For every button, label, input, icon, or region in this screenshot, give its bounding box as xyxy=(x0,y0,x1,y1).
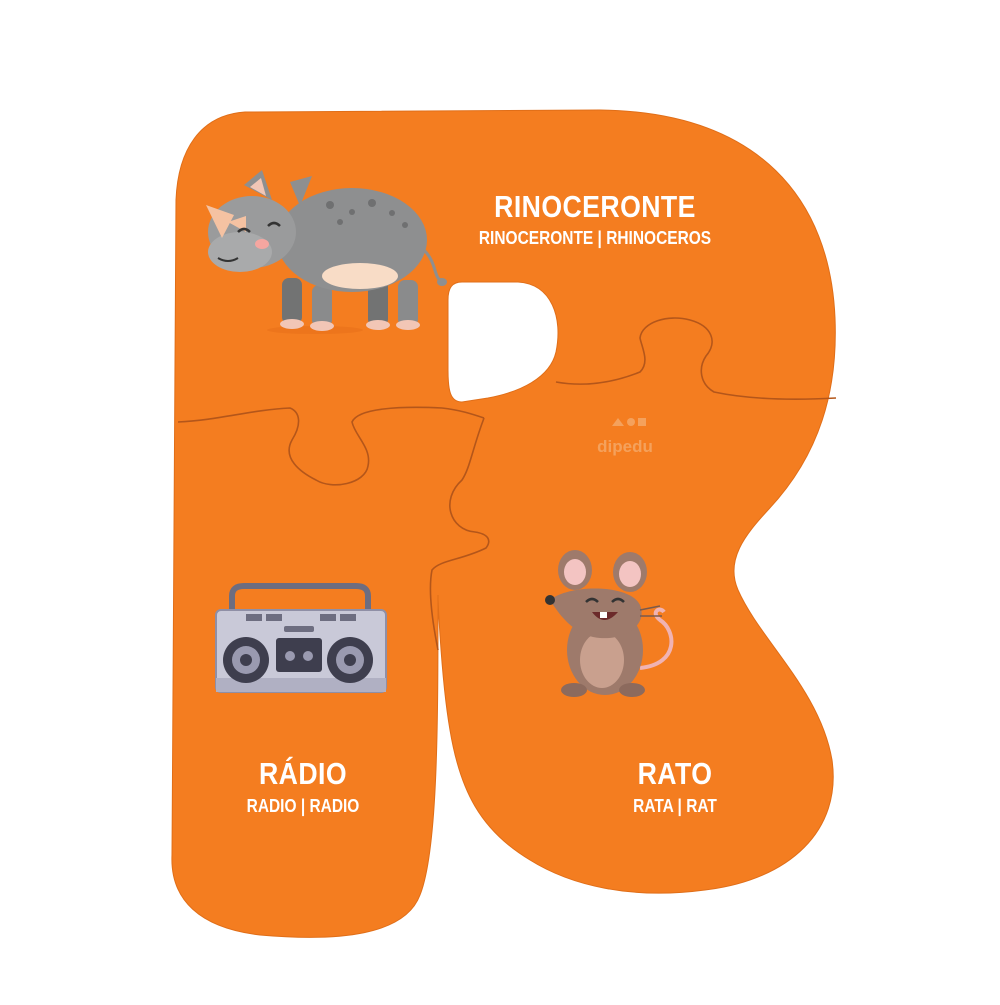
mouse-icon xyxy=(545,550,674,697)
puzzle-cut-line xyxy=(177,406,485,486)
piece-word-rinoceronte: RINOCERONTE xyxy=(494,189,696,224)
brand-logo: dipedu xyxy=(597,437,653,456)
puzzle-cut-line xyxy=(555,317,837,400)
brand-logo-shapes xyxy=(612,418,646,426)
piece-translation-rinoceronte: RINOCERONTE | RHINOCEROS xyxy=(478,228,712,248)
piece-translation-rato: RATA | RAT xyxy=(633,796,717,816)
piece-word-radio: RÁDIO xyxy=(258,756,348,791)
boombox-radio-icon xyxy=(215,583,387,693)
piece-translation-radio: RADIO | RADIO xyxy=(246,796,360,816)
piece-word-rato: RATO xyxy=(637,756,713,791)
letter-r-shape xyxy=(171,109,836,938)
puzzle-cut-line xyxy=(429,417,490,651)
rhinoceros-icon xyxy=(206,170,447,334)
